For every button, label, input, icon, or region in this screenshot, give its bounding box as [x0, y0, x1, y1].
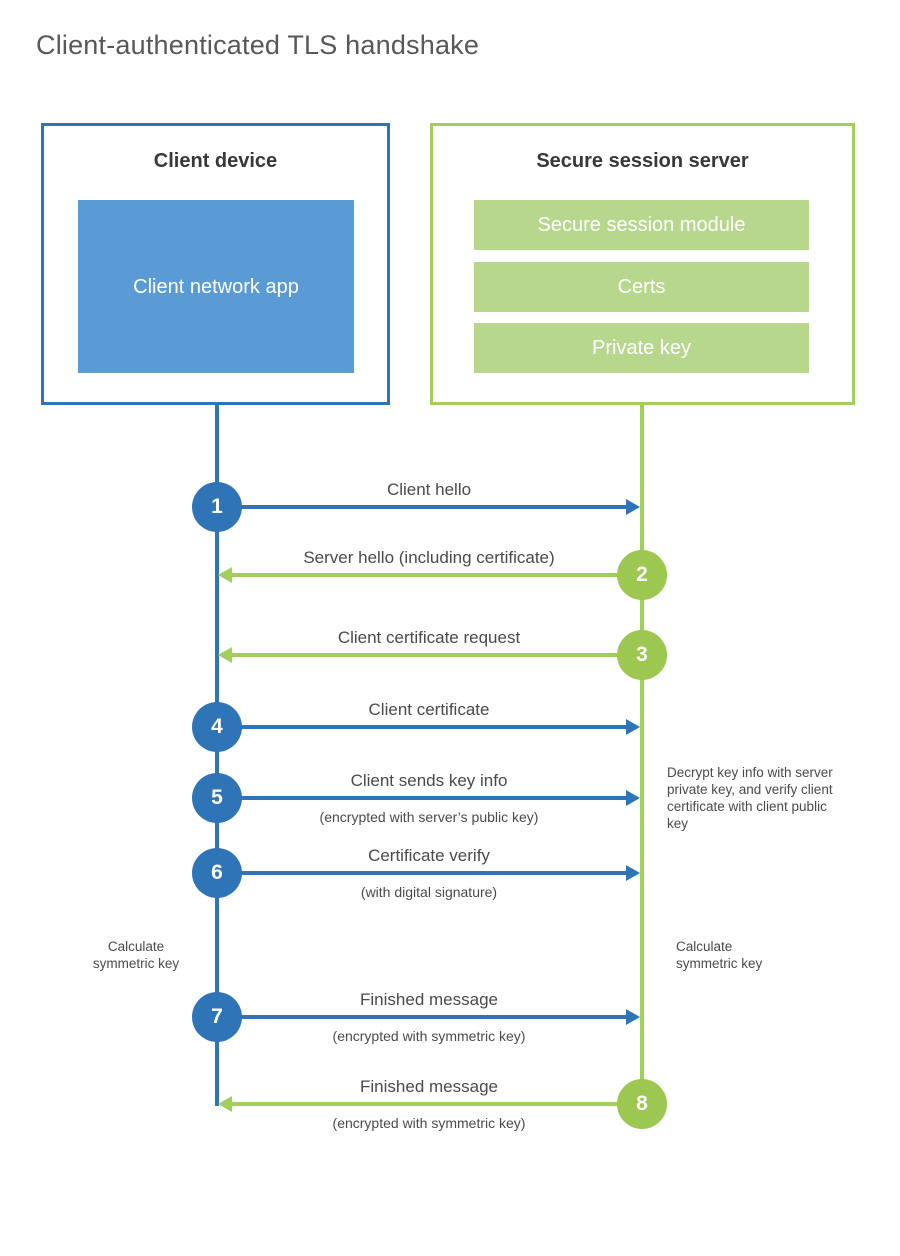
message-sublabel-8: (encrypted with symmetric key) [332, 1115, 526, 1131]
client-network-app-label: Client network app [133, 275, 299, 298]
message-arrow-4 [217, 725, 626, 729]
message-arrow-6 [217, 871, 626, 875]
message-arrow-1 [217, 505, 626, 509]
message-label-2: Server hello (including certificate) [297, 547, 561, 569]
step-circle-2: 2 [617, 550, 667, 600]
message-arrowhead-7 [626, 1009, 640, 1025]
message-arrowhead-1 [626, 499, 640, 515]
message-arrowhead-3 [218, 647, 232, 663]
message-sublabel-7: (encrypted with symmetric key) [332, 1028, 526, 1044]
message-arrow-2 [232, 573, 642, 577]
step-circle-1: 1 [192, 482, 242, 532]
message-arrow-8 [232, 1102, 642, 1106]
client-device-box: Client device Client network app [41, 123, 390, 405]
step-circle-7: 7 [192, 992, 242, 1042]
client-device-title: Client device [153, 150, 278, 172]
message-label-6: Certificate verify [362, 845, 496, 867]
message-arrowhead-5 [626, 790, 640, 806]
secure-session-server-box: Secure session server Secure session mod… [430, 123, 855, 405]
message-label-5: Client sends key info [344, 770, 514, 792]
message-arrow-7 [217, 1015, 626, 1019]
server-module-private-key: Private key [474, 323, 809, 373]
message-label-7: Finished message [354, 989, 504, 1011]
message-arrow-3 [232, 653, 642, 657]
message-label-8: Finished message [354, 1076, 504, 1098]
step-circle-6: 6 [192, 848, 242, 898]
message-arrowhead-8 [218, 1096, 232, 1112]
step-circle-4: 4 [192, 702, 242, 752]
message-label-3: Client certificate request [331, 627, 527, 649]
decrypt-note: Decrypt key info with server private key… [667, 765, 833, 831]
secure-session-server-title: Secure session server [536, 150, 749, 172]
step-circle-5: 5 [192, 773, 242, 823]
client-network-app-box: Client network app [78, 200, 354, 373]
message-label-1: Client hello [380, 479, 478, 501]
client-lifeline [215, 405, 219, 1106]
message-arrowhead-4 [626, 719, 640, 735]
message-label-4: Client certificate [362, 699, 496, 721]
message-sublabel-5: (encrypted with server’s public key) [319, 809, 539, 825]
server-lifeline [640, 405, 644, 1108]
calculate-symmetric-key-right: Calculate symmetric key [676, 939, 763, 971]
message-sublabel-6: (with digital signature) [360, 884, 498, 900]
step-circle-8: 8 [617, 1079, 667, 1129]
server-module-secure-session: Secure session module [474, 200, 809, 250]
message-arrowhead-2 [218, 567, 232, 583]
step-circle-3: 3 [617, 630, 667, 680]
calculate-symmetric-key-left: Calculate symmetric key [92, 939, 180, 971]
server-module-certs: Certs [474, 262, 809, 312]
message-arrowhead-6 [626, 865, 640, 881]
page-title: Client-authenticated TLS handshake [36, 30, 480, 60]
message-arrow-5 [217, 796, 626, 800]
